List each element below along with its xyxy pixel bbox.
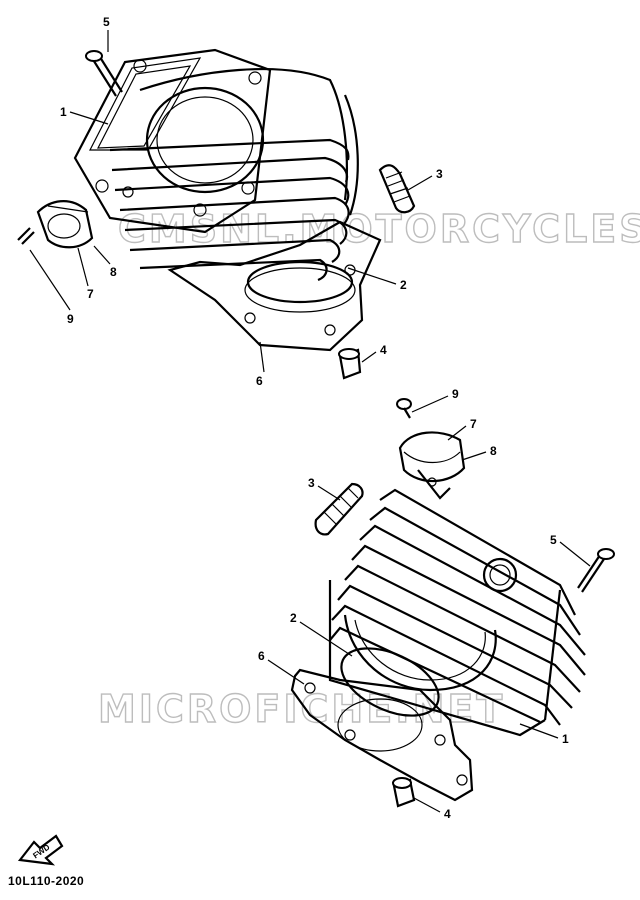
top-screw [17,227,35,245]
bottom-bolt [577,548,615,593]
callout-bottom-4: 4 [444,807,451,821]
callout-top-3: 3 [436,167,443,181]
bottom-callouts: 9 7 8 3 5 2 6 1 4 [258,387,591,821]
top-cover [36,200,94,249]
top-cylinder [73,48,359,282]
callout-bottom-2: 2 [290,611,297,625]
fwd-arrow-icon: FWD [17,834,64,866]
diagram-code: 10L110-2020 [8,874,85,888]
top-dowel [338,348,362,380]
bottom-o-ring [340,647,440,717]
top-base-gasket [167,220,382,352]
bottom-base-gasket [290,668,474,802]
callout-bottom-8: 8 [490,444,497,458]
callout-bottom-9: 9 [452,387,459,401]
callout-top-4: 4 [380,343,387,357]
callout-bottom-6: 6 [258,649,265,663]
callout-top-5: 5 [103,15,110,29]
callout-top-7: 7 [87,287,94,301]
bottom-dowel [392,777,416,808]
fwd-label: FWD [31,842,51,860]
bottom-screw [396,398,412,419]
bottom-cover [398,431,466,500]
top-bolt [85,50,123,97]
watermark-bottom: MICROFICHE.NET [98,687,505,731]
top-stud [378,164,416,214]
callout-top-1: 1 [60,105,67,119]
callout-bottom-1: 1 [562,732,569,746]
callout-bottom-7: 7 [470,417,477,431]
callout-top-9: 9 [67,312,74,326]
callout-bottom-3: 3 [308,476,315,490]
top-o-ring [246,260,354,304]
callout-bottom-5: 5 [550,533,557,547]
bottom-cylinder [328,488,586,737]
callout-top-2: 2 [400,278,407,292]
callout-top-8: 8 [110,265,117,279]
top-callouts: 5 1 3 8 7 9 2 4 6 [29,15,443,388]
bottom-stud [314,482,364,536]
callout-top-6: 6 [256,374,263,388]
